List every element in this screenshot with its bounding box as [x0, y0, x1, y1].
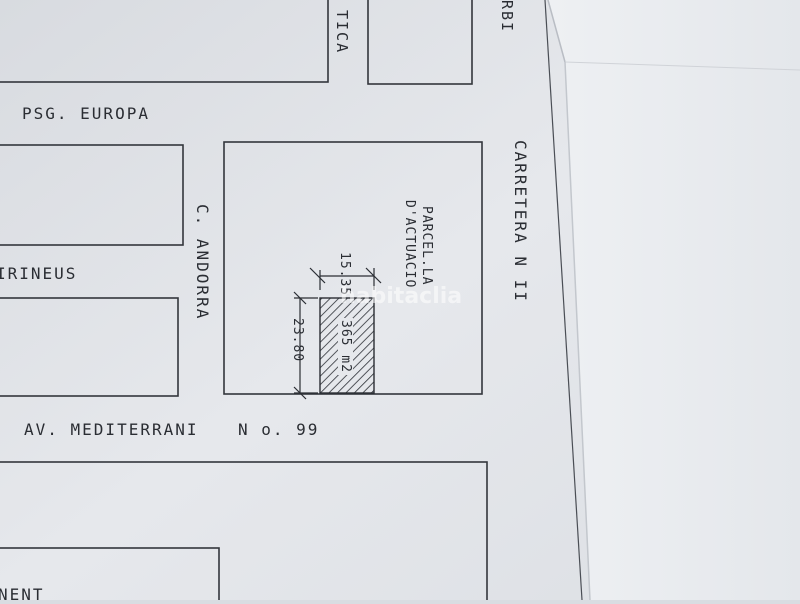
street-label-carretera: CARRETERA N II	[511, 140, 530, 303]
street-label-pirineus: IRINEUS	[0, 264, 78, 283]
street-label-top-middle: TICA	[333, 10, 351, 55]
block-bottom	[0, 461, 488, 600]
street-label-bottom-left: NENT	[0, 585, 45, 604]
street-label-top-right: RBI	[498, 0, 516, 34]
parcel-title-line2: D'ACTUACIO	[402, 200, 417, 289]
block-mid-left	[0, 144, 184, 246]
block-left-2	[0, 297, 179, 397]
parcel-title-line1: PARCEL.LA	[419, 206, 434, 286]
block-top-left	[0, 0, 329, 83]
parcel-area-label: 365 m2	[338, 318, 353, 375]
street-label-av-mediterrani: AV. MEDITERRANI	[24, 420, 199, 439]
block-bottom-inner	[0, 547, 220, 600]
block-parcel-container	[223, 141, 483, 395]
parcel-width-dimension: 15.35	[337, 252, 352, 297]
block-top-mid	[367, 0, 473, 85]
street-label-c-andorra: C. ANDORRA	[193, 204, 212, 321]
watermark-logo: habitaclia	[340, 284, 463, 309]
street-number-label: N o. 99	[238, 420, 320, 439]
parcel-depth-dimension: 23.80	[290, 318, 305, 363]
street-label-psg-europa: PSG. EUROPA	[22, 104, 150, 123]
